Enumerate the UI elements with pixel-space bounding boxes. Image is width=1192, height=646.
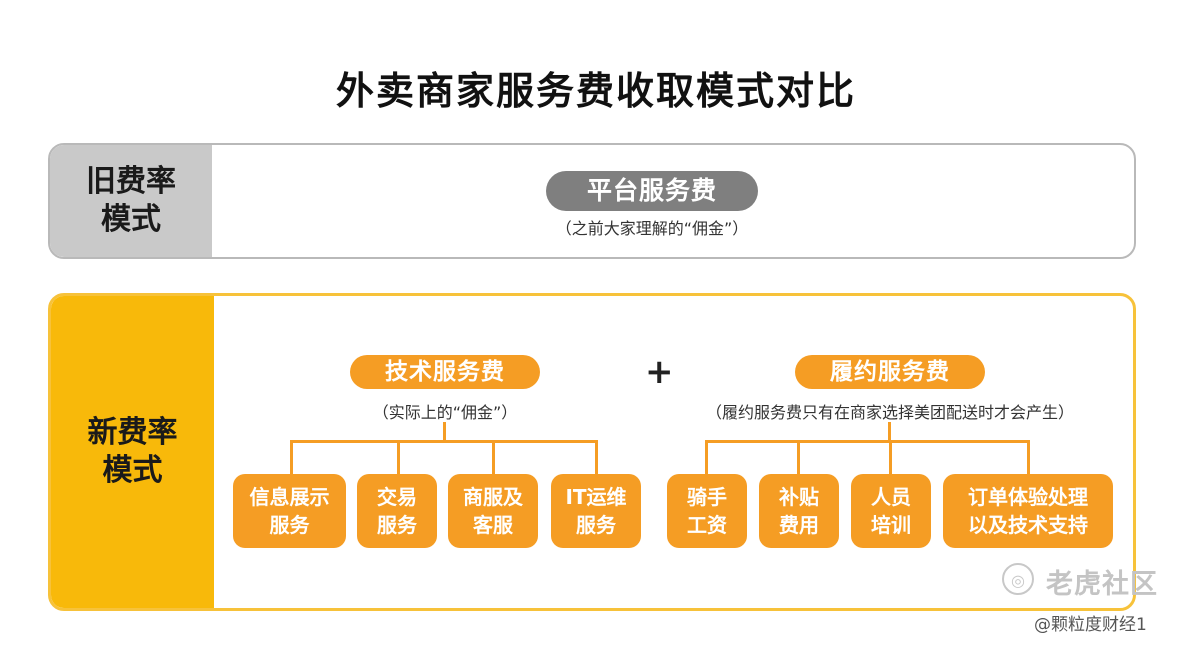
platform-fee-note: （之前大家理解的“佣金”）: [555, 219, 749, 238]
tech-item-line1: IT运维: [565, 485, 627, 509]
old-model-label-line1: 旧费率: [86, 164, 176, 199]
tech-item-line2: 服务: [576, 513, 616, 537]
old-model-panel: 旧费率 模式 平台服务费 （之前大家理解的“佣金”）: [48, 143, 1136, 259]
tech-item-merchant-service: 商服及客服: [448, 474, 538, 548]
tech-connector-drop-2: [397, 440, 400, 475]
delivery-connector-drop-1: [705, 440, 708, 475]
watermark-source: @颗粒度财经1: [1034, 615, 1147, 635]
tech-connector-bar: [290, 440, 598, 443]
platform-fee-pill: 平台服务费: [546, 171, 758, 211]
delivery-item-line2: 工资: [687, 513, 727, 537]
tech-item-line1: 商服及: [463, 485, 523, 509]
tech-connector-drop-1: [290, 440, 293, 475]
delivery-item-line2: 费用: [779, 513, 819, 537]
delivery-item-line2: 培训: [871, 513, 911, 537]
delivery-item-line2: 以及技术支持: [968, 513, 1088, 537]
new-model-label-line1: 新费率: [87, 415, 178, 450]
new-model-label-block: 新费率 模式: [51, 296, 214, 608]
delivery-fee-pill: 履约服务费: [795, 355, 985, 389]
delivery-item-line1: 人员: [871, 485, 911, 509]
delivery-connector-drop-3: [889, 440, 892, 475]
old-model-label-line2: 模式: [101, 202, 161, 237]
delivery-item-rider-wages: 骑手工资: [667, 474, 747, 548]
plus-sign: +: [645, 352, 674, 392]
tech-item-line1: 交易: [377, 485, 417, 509]
tech-fee-pill: 技术服务费: [350, 355, 540, 389]
tech-connector-drop-3: [492, 440, 495, 475]
tech-item-line2: 客服: [473, 513, 513, 537]
delivery-item-order-experience: 订单体验处理以及技术支持: [943, 474, 1113, 548]
watermark-name: 老虎社区: [1046, 569, 1158, 600]
new-model-label: 新费率 模式: [83, 414, 183, 490]
tech-connector-drop-4: [595, 440, 598, 475]
page-title: 外卖商家服务费收取模式对比: [335, 69, 856, 113]
old-model-label: 旧费率 模式: [81, 163, 181, 239]
delivery-item-line1: 补贴: [779, 485, 819, 509]
tech-item-line1: 信息展示: [249, 485, 330, 509]
tech-item-it-ops: IT运维服务: [551, 474, 641, 548]
delivery-item-line1: 订单体验处理: [968, 485, 1088, 509]
delivery-connector-drop-2: [797, 440, 800, 475]
new-model-panel: 新费率 模式: [48, 293, 1136, 611]
tech-fee-note: （实际上的“佣金”）: [372, 403, 518, 422]
delivery-item-subsidy: 补贴费用: [759, 474, 839, 548]
watermark-logo-icon: ◎: [1002, 563, 1034, 595]
tech-item-line2: 服务: [377, 513, 417, 537]
delivery-item-line1: 骑手: [687, 485, 727, 509]
delivery-item-training: 人员培训: [851, 474, 931, 548]
tech-item-transaction: 交易服务: [357, 474, 437, 548]
delivery-connector-bar: [705, 440, 1030, 443]
new-model-label-line2: 模式: [102, 453, 163, 488]
tech-item-line2: 服务: [269, 513, 310, 537]
delivery-fee-note: （履约服务费只有在商家选择美团配送时才会产生）: [705, 403, 1074, 422]
tech-item-info-display: 信息展示服务: [233, 474, 346, 548]
delivery-connector-drop-4: [1027, 440, 1030, 475]
tech-connector-stem: [443, 422, 446, 441]
delivery-connector-stem: [888, 422, 891, 441]
old-model-label-block: 旧费率 模式: [50, 145, 212, 257]
